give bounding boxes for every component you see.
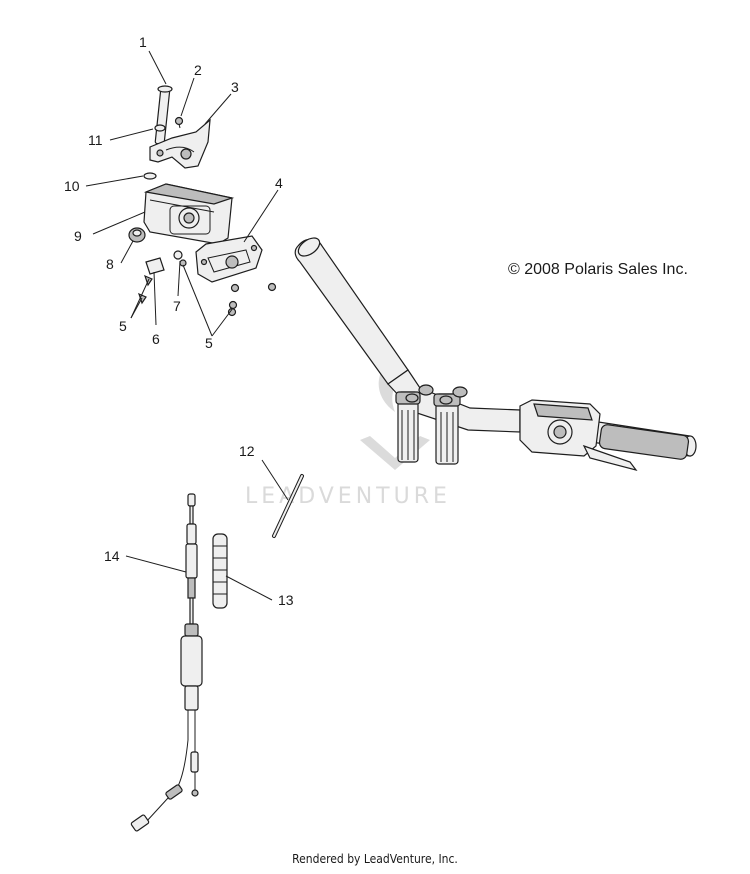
callout-5-left[interactable]: 5: [119, 318, 127, 334]
watermark-text: LEADVENTURE: [245, 484, 451, 509]
callout-1[interactable]: 1: [139, 34, 147, 50]
part-13-sleeve[interactable]: [212, 533, 228, 609]
callout-10[interactable]: 10: [64, 178, 80, 194]
footer-credit: Rendered by LeadVenture, Inc.: [292, 852, 458, 866]
callout-13[interactable]: 13: [278, 592, 294, 608]
callout-12[interactable]: 12: [239, 443, 255, 459]
part-4-cover[interactable]: [195, 235, 263, 283]
callout-2[interactable]: 2: [194, 62, 202, 78]
callout-6[interactable]: 6: [152, 331, 160, 347]
callout-9[interactable]: 9: [74, 228, 82, 244]
callout-5-right[interactable]: 5: [205, 335, 213, 351]
leader-lines-upper: [85, 50, 279, 337]
callout-4[interactable]: 4: [275, 175, 283, 191]
callout-7[interactable]: 7: [173, 298, 181, 314]
callouts: 1 2 3 4 5 5 6 7 8 9 10 11 12 13 14: [64, 34, 294, 608]
handlebar-assembly[interactable]: [294, 234, 697, 472]
callout-14[interactable]: 14: [104, 548, 120, 564]
part-8-grommet[interactable]: [128, 227, 146, 243]
part-7-nut[interactable]: [173, 250, 187, 267]
copyright-text: © 2008 Polaris Sales Inc.: [508, 261, 688, 278]
handlebar-clamp-right: [433, 393, 461, 465]
part-1-pin[interactable]: [154, 85, 173, 145]
part-3-throttle-lever[interactable]: [149, 118, 211, 169]
part-9-housing[interactable]: [143, 183, 235, 245]
callout-8[interactable]: 8: [106, 256, 114, 272]
callout-11[interactable]: 11: [88, 132, 103, 148]
part-11-ring[interactable]: [154, 124, 166, 132]
callout-3[interactable]: 3: [231, 79, 239, 95]
part-10-oring[interactable]: [143, 172, 157, 180]
leadventure-watermark: LEADVENTURE: [245, 360, 451, 509]
part-2-screw[interactable]: [174, 116, 184, 129]
leader-lines-lower: [125, 459, 289, 601]
handlebar-control-housing: [519, 399, 638, 472]
part-12-cable-tie[interactable]: [272, 474, 304, 538]
handlebar-clamp-left: [395, 391, 421, 463]
part-6-plate[interactable]: [145, 257, 165, 275]
part-14-throttle-cable[interactable]: [130, 493, 203, 832]
part-5-screws-right[interactable]: [227, 282, 277, 317]
